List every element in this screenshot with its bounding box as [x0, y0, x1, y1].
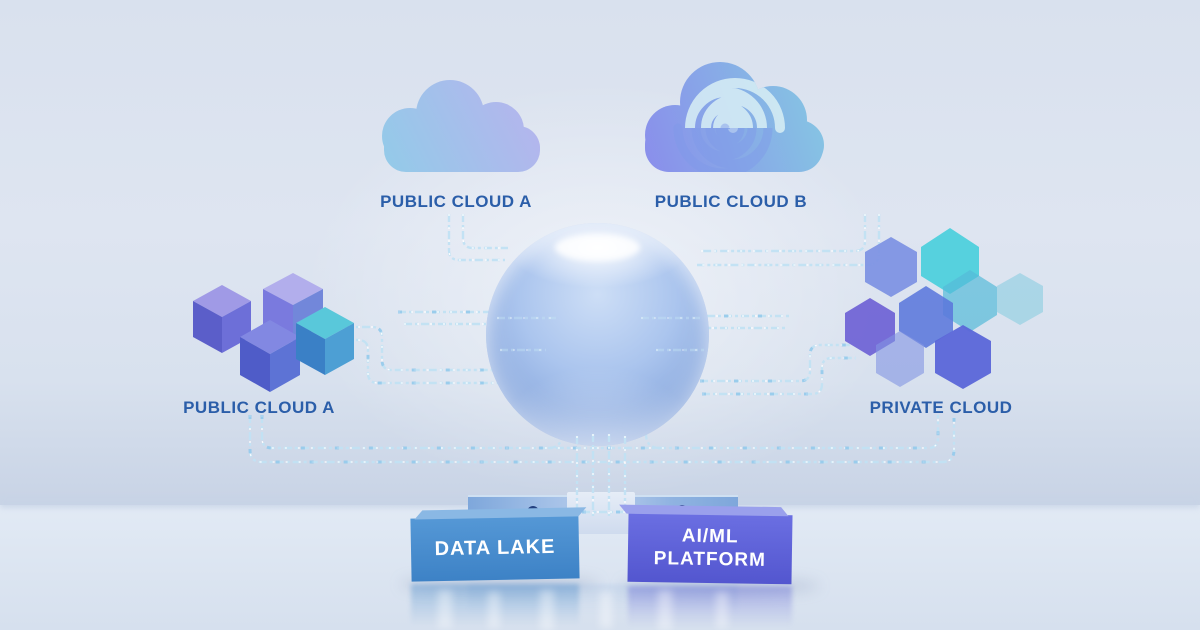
hexagons-icon	[845, 228, 1043, 389]
floor-streak	[488, 592, 500, 628]
label-private-cloud: PRIVATE CLOUD	[869, 398, 1013, 417]
floor-streak	[438, 590, 452, 628]
label-public-cloud-a-top: PUBLIC CLOUD A	[380, 192, 532, 211]
data-lake-reflection	[411, 584, 579, 630]
floor-streak	[716, 592, 728, 628]
floor-streak	[600, 592, 612, 628]
glass-sphere-icon	[486, 223, 709, 446]
cubes-icon	[193, 273, 354, 392]
aiml-platform-box: AI/ML PLATFORM	[627, 512, 793, 585]
data-lake-box: DATA LAKE	[410, 515, 580, 582]
swirl-cloud-icon	[645, 62, 824, 172]
cloud-icon	[382, 80, 540, 172]
floor-streak	[658, 590, 672, 630]
label-public-cloud-b-top: PUBLIC CLOUD B	[654, 192, 808, 211]
platform-reflection	[468, 584, 738, 614]
aiml-platform-label: AI/ML PLATFORM	[653, 525, 767, 571]
floor-streak	[540, 590, 554, 630]
data-lake-label: DATA LAKE	[434, 535, 556, 561]
label-public-cloud-a-left: PUBLIC CLOUD A	[183, 398, 335, 417]
aiml-reflection	[628, 586, 792, 630]
